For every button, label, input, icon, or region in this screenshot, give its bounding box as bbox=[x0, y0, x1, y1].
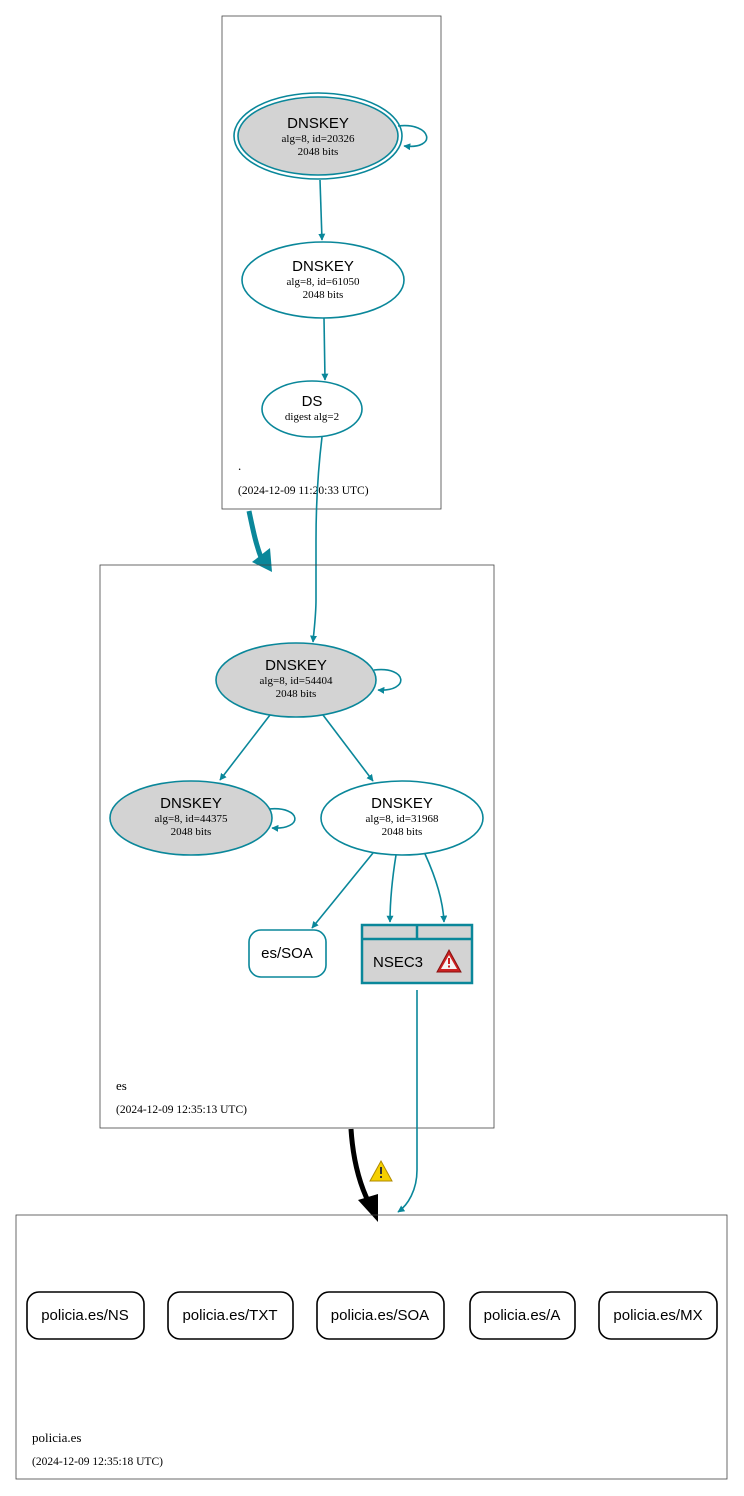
edge-es-ksk-self bbox=[373, 668, 402, 694]
node-es-nsec3[interactable]: NSEC3 bbox=[360, 923, 474, 985]
node-root-zsk[interactable]: DNSKEY alg=8, id=61050 2048 bits bbox=[241, 241, 405, 319]
record-policia-soa[interactable]: policia.es/SOA bbox=[316, 1291, 445, 1340]
record-label: policia.es/SOA bbox=[331, 1307, 429, 1324]
edge-root-ksk-self bbox=[397, 124, 428, 151]
edge-es-ksk-to-zsk bbox=[322, 714, 374, 782]
zone-policia-timestamp: (2024-12-09 12:35:18 UTC) bbox=[32, 1456, 163, 1468]
warning-icon bbox=[369, 1159, 393, 1182]
zone-es-name: es bbox=[116, 1078, 127, 1093]
edge-root-ksk-to-zsk bbox=[318, 179, 326, 241]
record-policia-a[interactable]: policia.es/A bbox=[469, 1291, 576, 1340]
node-es-ksk[interactable]: DNSKEY alg=8, id=54404 2048 bits bbox=[215, 642, 377, 718]
zone-policia: policia.es (2024-12-09 12:35:18 UTC) bbox=[15, 1214, 728, 1480]
node-root-ds-title: DS bbox=[302, 393, 323, 410]
edge-delegation-root-to-es bbox=[246, 510, 265, 561]
edge-delegation-es-to-policia-arrowhead bbox=[358, 1194, 378, 1222]
node-es-key-44375-alg: alg=8, id=44375 bbox=[155, 813, 228, 825]
node-es-zsk-alg: alg=8, id=31968 bbox=[366, 813, 439, 825]
record-label: policia.es/A bbox=[484, 1307, 561, 1324]
edge-es-zsk-to-nsec3-right bbox=[424, 853, 448, 923]
zone-root: . (2024-12-09 11:20:33 UTC) bbox=[221, 15, 442, 510]
warning-icon bbox=[436, 948, 462, 973]
record-policia-txt[interactable]: policia.es/TXT bbox=[167, 1291, 294, 1340]
edge-es-key-44375-self bbox=[268, 808, 296, 832]
node-root-ds-digest: digest alg=2 bbox=[285, 411, 339, 423]
node-es-zsk[interactable]: DNSKEY alg=8, id=31968 2048 bits bbox=[320, 780, 484, 856]
node-es-soa-label: es/SOA bbox=[261, 945, 313, 962]
node-es-key-44375-bits: 2048 bits bbox=[171, 826, 212, 838]
node-es-zsk-title: DNSKEY bbox=[371, 795, 433, 812]
zone-root-timestamp: (2024-12-09 11:20:33 UTC) bbox=[238, 485, 369, 497]
edge-es-ksk-to-key-44375 bbox=[219, 714, 271, 781]
node-root-zsk-title: DNSKEY bbox=[292, 258, 354, 275]
node-root-zsk-bits: 2048 bits bbox=[303, 289, 344, 301]
node-es-key-44375-title: DNSKEY bbox=[160, 795, 222, 812]
node-es-zsk-bits: 2048 bits bbox=[382, 826, 423, 838]
node-es-ksk-title: DNSKEY bbox=[265, 657, 327, 674]
record-label: policia.es/NS bbox=[41, 1307, 129, 1324]
node-root-ksk-alg: alg=8, id=20326 bbox=[282, 133, 355, 145]
node-es-soa[interactable]: es/SOA bbox=[248, 929, 327, 978]
record-policia-ns[interactable]: policia.es/NS bbox=[26, 1291, 145, 1340]
node-es-ksk-alg: alg=8, id=54404 bbox=[260, 675, 333, 687]
node-es-nsec3-label: NSEC3 bbox=[373, 954, 423, 971]
edge-root-ds-to-es-ksk bbox=[310, 436, 323, 643]
zone-es-timestamp: (2024-12-09 12:35:13 UTC) bbox=[116, 1104, 247, 1116]
edge-delegation-root-to-es-arrowhead bbox=[252, 548, 272, 572]
node-root-ds[interactable]: DS digest alg=2 bbox=[261, 380, 363, 438]
record-label: policia.es/MX bbox=[613, 1307, 702, 1324]
zone-es: es (2024-12-09 12:35:13 UTC) bbox=[99, 564, 495, 1129]
node-root-ksk-title: DNSKEY bbox=[287, 115, 349, 132]
node-es-key-44375[interactable]: DNSKEY alg=8, id=44375 2048 bits bbox=[109, 780, 273, 856]
node-root-ksk-bits: 2048 bits bbox=[298, 146, 339, 158]
node-es-ksk-bits: 2048 bits bbox=[276, 688, 317, 700]
node-root-ksk[interactable]: DNSKEY alg=8, id=20326 2048 bits bbox=[233, 92, 403, 180]
edge-root-zsk-to-ds bbox=[321, 317, 329, 381]
record-label: policia.es/TXT bbox=[182, 1307, 277, 1324]
edge-delegation-es-to-policia bbox=[348, 1128, 372, 1205]
record-policia-mx[interactable]: policia.es/MX bbox=[598, 1291, 718, 1340]
zone-policia-name: policia.es bbox=[32, 1430, 81, 1445]
zone-root-name: . bbox=[238, 458, 241, 473]
edge-es-zsk-to-nsec3-left bbox=[386, 854, 397, 923]
edge-nsec3-to-policia bbox=[397, 990, 418, 1213]
edge-es-zsk-to-soa bbox=[311, 852, 374, 929]
node-root-zsk-alg: alg=8, id=61050 bbox=[287, 276, 360, 288]
